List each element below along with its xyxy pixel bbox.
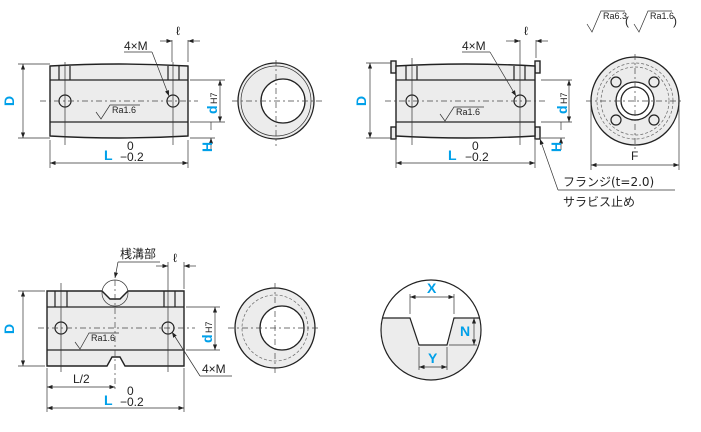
- tol-lower: −0.2: [465, 150, 489, 164]
- tol-upper: 0: [127, 139, 134, 153]
- roughness-label: Ra1.6: [112, 105, 136, 115]
- flange-label: フランジ(t=2.0): [563, 175, 654, 189]
- dim-N: N: [460, 323, 470, 339]
- dim-d: d: [204, 105, 220, 114]
- dim-d: d: [554, 105, 570, 114]
- tol-lower: −0.2: [120, 395, 144, 409]
- tol-lower: −0.2: [120, 150, 144, 164]
- thread-label: 4×M: [462, 39, 486, 53]
- groove-label: 桟溝部: [120, 246, 156, 261]
- dim-L: L: [104, 147, 113, 163]
- ell-label: ℓ: [173, 251, 177, 265]
- ell-label: ℓ: [176, 24, 180, 38]
- roughness-paren: Ra1.6: [650, 11, 674, 21]
- dim-H: H: [548, 142, 564, 152]
- thread-label: 4×M: [202, 362, 226, 376]
- dim-F: F: [631, 149, 638, 163]
- view1-end: [232, 60, 322, 146]
- roughness-general: Ra6.3: [603, 11, 627, 21]
- view2-end: F Ra6.3 ( Ra1.6 ): [586, 10, 684, 170]
- dim-d-tolerance: H7: [209, 92, 219, 104]
- roughness-label: Ra1.6: [91, 333, 115, 343]
- dim-D: D: [1, 324, 17, 334]
- tol-upper: 0: [472, 139, 479, 153]
- view2-side: ℓ 4×M Ra1.6 D d H7 H L 0 −0.2 フランジ(t=2.0…: [353, 24, 675, 209]
- dim-d-tolerance: H7: [204, 321, 214, 333]
- paren: (: [625, 14, 629, 28]
- dim-d-tolerance: H7: [559, 92, 569, 104]
- thread-label: 4×M: [124, 39, 148, 53]
- dim-d: d: [199, 334, 215, 343]
- dim-L: L: [104, 392, 113, 408]
- roughness-label: Ra1.6: [456, 107, 480, 117]
- view1-side: ℓ 4×M Ra1.6 D d H7 H L 0 −0.2: [1, 24, 225, 168]
- dim-Y: Y: [428, 350, 438, 366]
- tol-upper: 0: [127, 384, 134, 398]
- view3-end: [228, 283, 320, 376]
- dim-half-L: L/2: [73, 372, 90, 386]
- dim-X: X: [427, 280, 437, 296]
- dim-L: L: [448, 147, 457, 163]
- view3-side: 桟溝部 ℓ Ra1.6 D d H7 4×M L/2 L 0 −0.2: [1, 246, 232, 412]
- dim-D: D: [353, 96, 369, 106]
- paren: ): [673, 14, 677, 28]
- dim-H: H: [199, 142, 215, 152]
- dim-D: D: [1, 96, 17, 106]
- groove-detail: X N Y: [380, 279, 482, 381]
- countersunk-screw-label: サラビス止め: [563, 195, 635, 209]
- ell-label: ℓ: [524, 24, 528, 38]
